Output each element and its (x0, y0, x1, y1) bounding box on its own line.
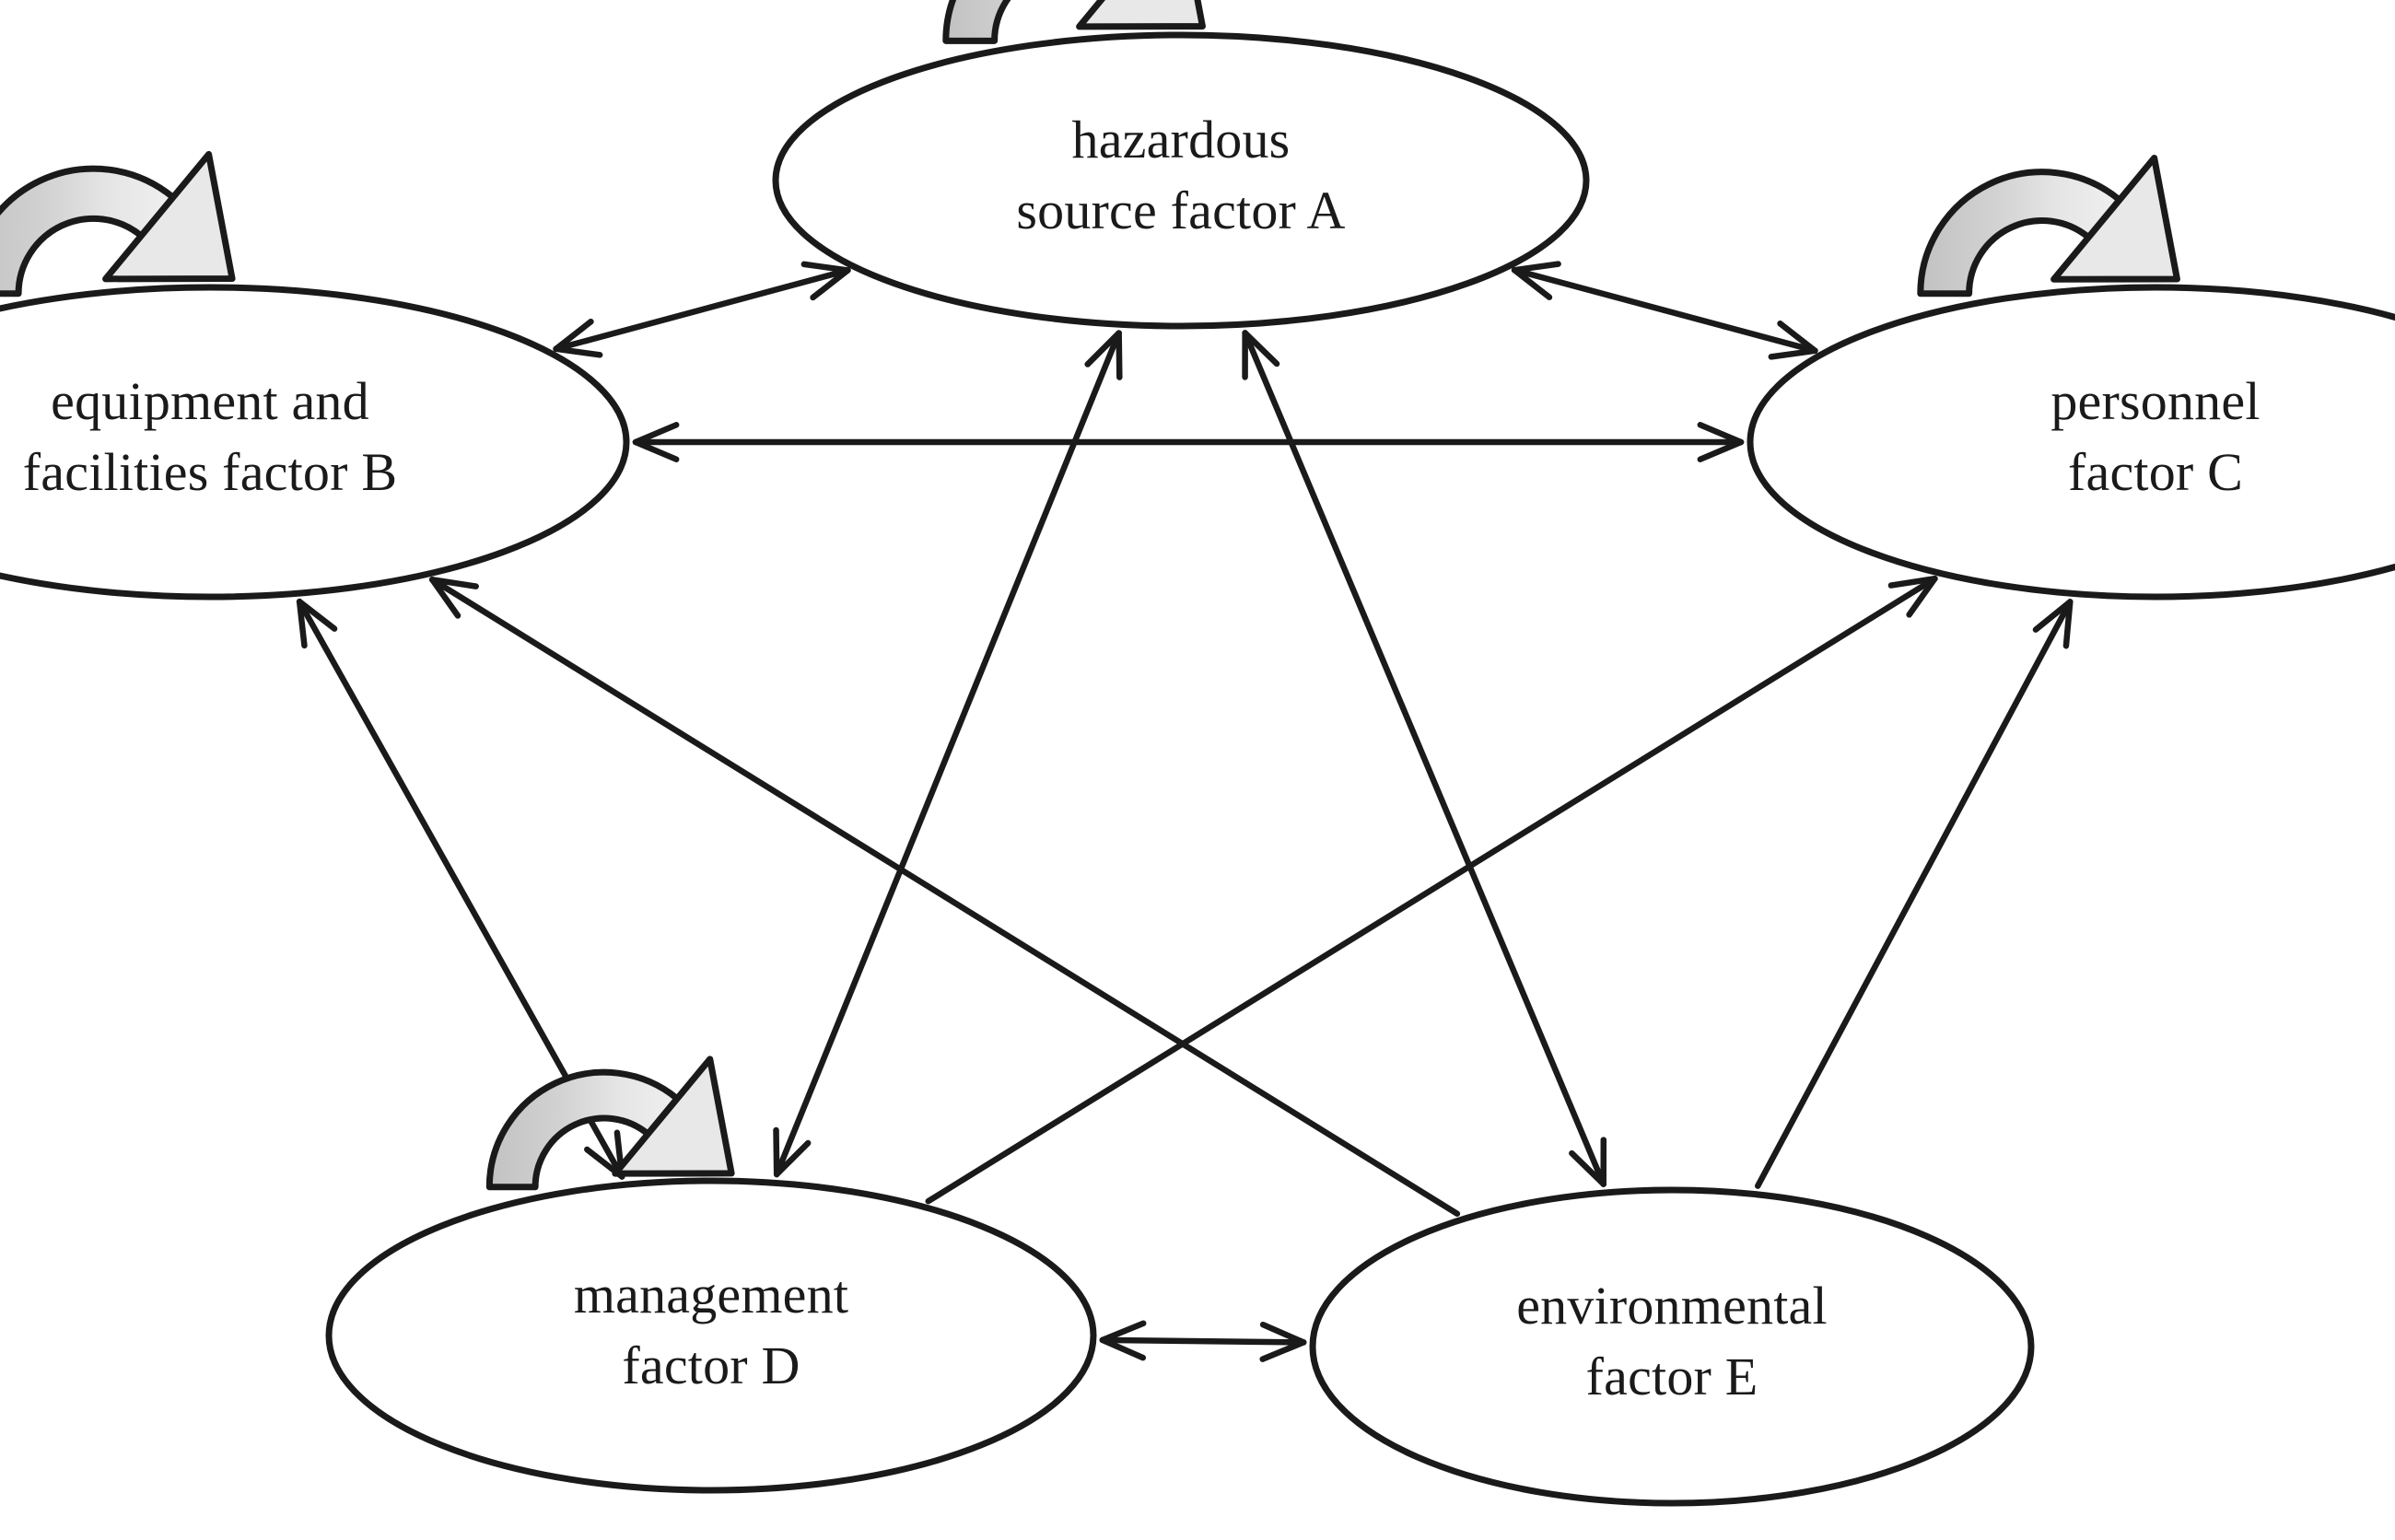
edge-layer (296, 261, 2074, 1362)
self-loop-b (0, 150, 236, 298)
node-ellipse-b[interactable] (0, 284, 630, 601)
self-loop-layer (0, 0, 2180, 1191)
self-loop-a (942, 0, 1206, 44)
edge-a-c (1511, 261, 1818, 360)
self-loop-band (485, 1068, 681, 1191)
edge-a-d (773, 330, 1123, 1178)
self-loop-arrowhead (612, 1056, 735, 1177)
edge-d-e (1099, 1320, 1307, 1362)
self-loop-arrowhead (1076, 0, 1206, 30)
self-loop-arrowhead (102, 150, 236, 283)
node-ellipse-d[interactable] (325, 1177, 1097, 1494)
self-loop-d (485, 1056, 735, 1191)
self-loop-arrowhead (2050, 154, 2180, 283)
edge-b-c (632, 422, 1745, 462)
self-loop-band (0, 165, 177, 298)
edge-e-to-b (428, 577, 1461, 1218)
node-ellipse-a[interactable] (772, 31, 1590, 330)
edge-e-to-c (1754, 599, 2074, 1189)
node-ellipse-e[interactable] (1309, 1186, 2035, 1507)
self-loop-band (942, 0, 1011, 44)
node-layer (0, 31, 2395, 1507)
node-ellipse-c[interactable] (1747, 284, 2395, 601)
edge-d-to-c (925, 575, 1938, 1205)
self-loop-c (1917, 154, 2180, 298)
self-loop-band (1917, 169, 2123, 298)
edge-a-b (553, 261, 851, 358)
edge-a-e (1242, 330, 1607, 1187)
